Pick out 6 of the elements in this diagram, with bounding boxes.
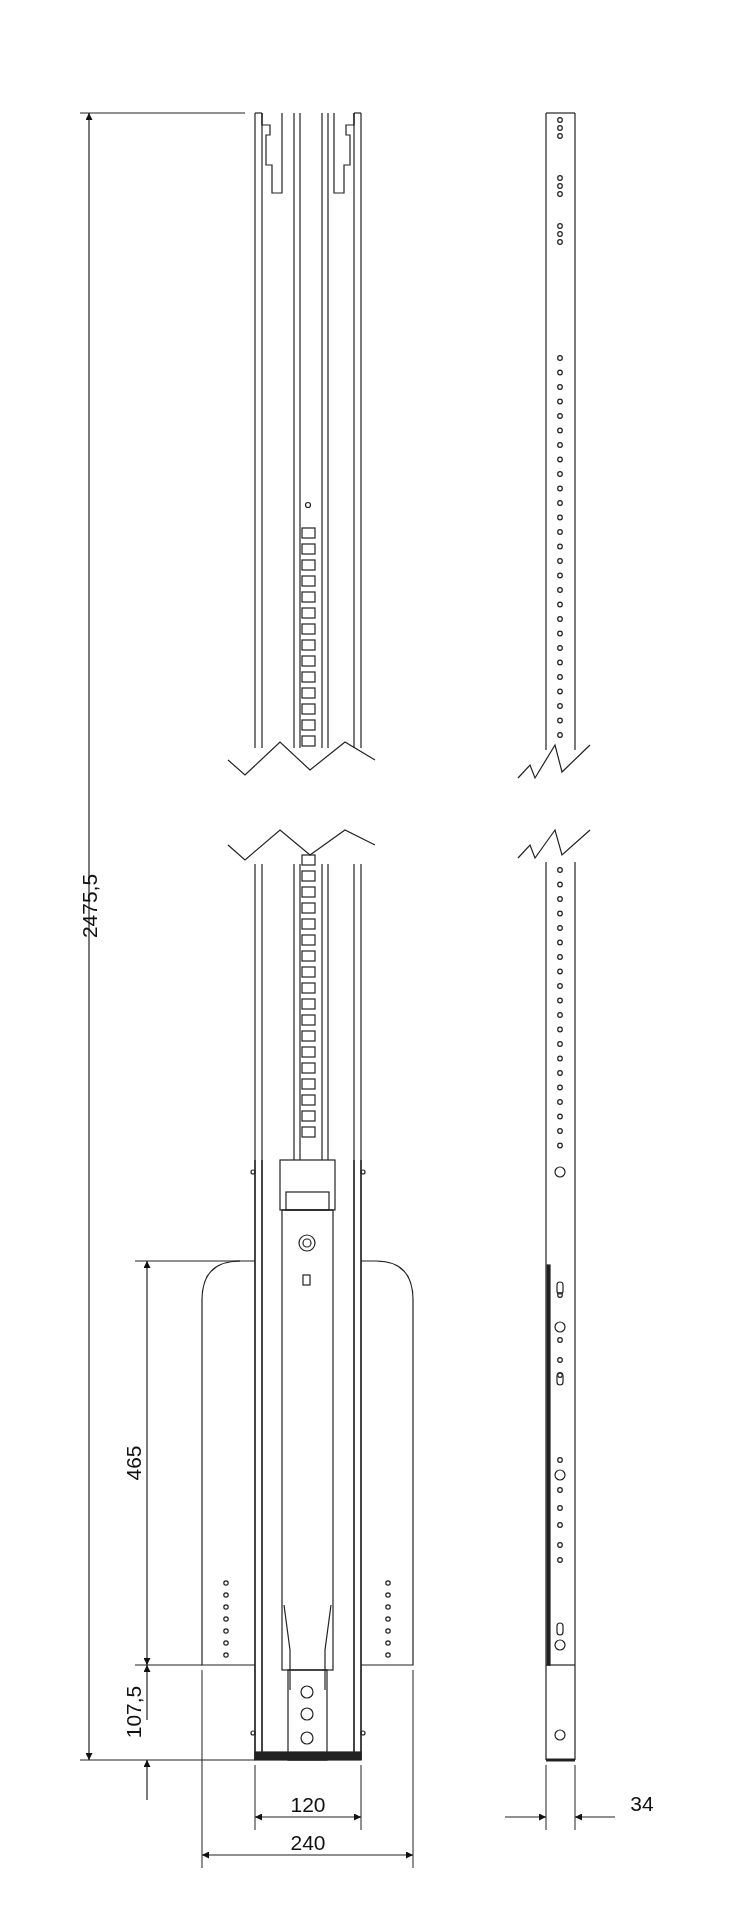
- dimension-label: 465: [122, 1445, 144, 1481]
- dimension-label: 240: [290, 1831, 326, 1853]
- dimension-label: 2475,5: [78, 873, 100, 939]
- dimension-label: 107,5: [122, 1685, 144, 1739]
- dimension-label: 120: [290, 1793, 326, 1815]
- dimension-label: 34: [630, 1792, 654, 1814]
